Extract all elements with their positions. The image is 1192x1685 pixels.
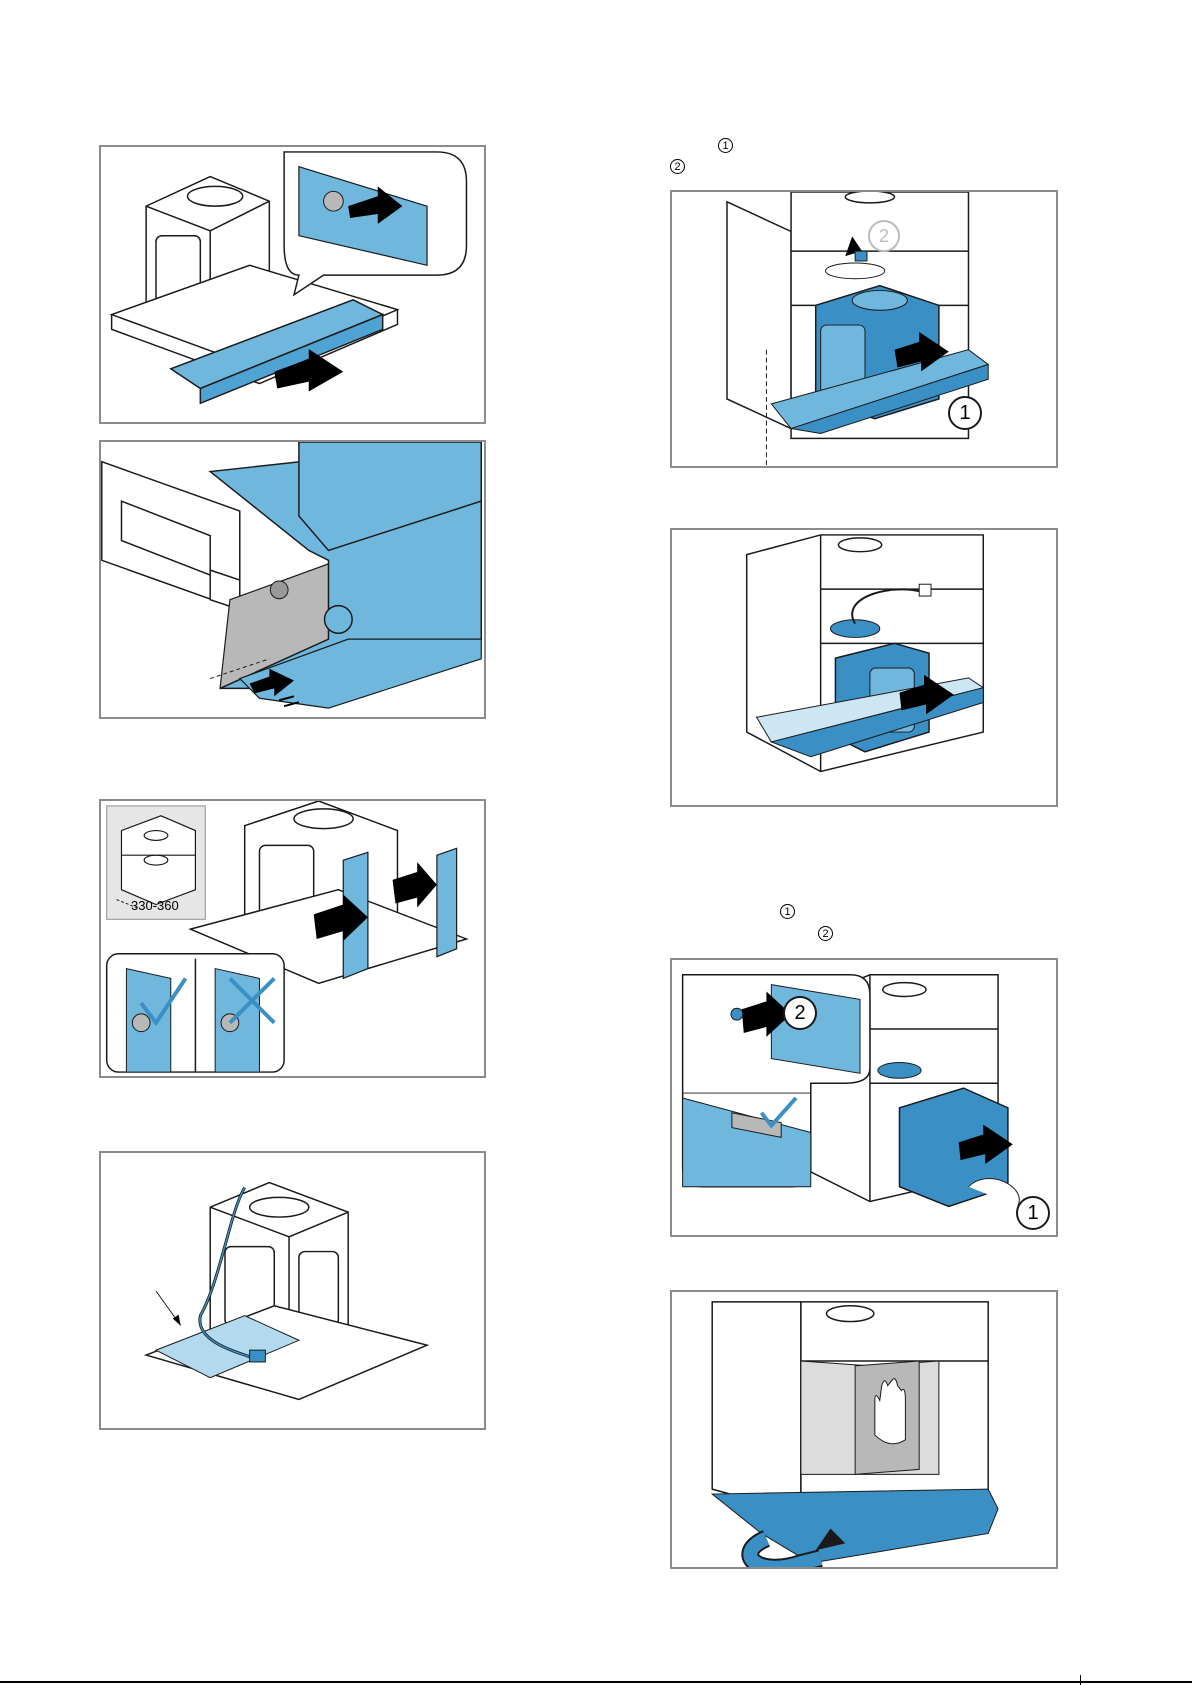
dimension-label: 330-360 bbox=[131, 898, 179, 913]
figure-insert-unit: 1 2 bbox=[670, 190, 1058, 468]
step-a-marker-2: 2 bbox=[670, 159, 685, 174]
step-b-marker-2: 2 bbox=[818, 926, 833, 941]
callout-2-badge: 2 bbox=[783, 996, 817, 1030]
unit-in-cabinet-illustration bbox=[672, 530, 1056, 805]
rail-closeup-illustration bbox=[101, 442, 484, 717]
figure-side-brackets: 330-360 bbox=[99, 799, 486, 1078]
step-a-marker-1: 1 bbox=[718, 138, 733, 153]
side-brackets-illustration bbox=[101, 801, 484, 1076]
fold-flap-illustration bbox=[672, 1292, 1056, 1567]
callout-1-badge: 1 bbox=[1016, 1196, 1050, 1230]
figure-fold-flap bbox=[670, 1290, 1058, 1569]
cable-routing-illustration bbox=[101, 1153, 484, 1428]
callout-1-badge: 1 bbox=[948, 396, 982, 430]
figure-cable-routing bbox=[99, 1151, 486, 1430]
front-panel-illustration bbox=[672, 960, 1056, 1235]
footer-rule bbox=[0, 1681, 1192, 1683]
figure-rail-insert bbox=[99, 145, 486, 424]
figure-front-panel: 2 1 bbox=[670, 958, 1058, 1237]
figure-unit-in-cabinet bbox=[670, 528, 1058, 807]
rail-insert-illustration bbox=[101, 147, 484, 422]
callout-2-badge: 2 bbox=[868, 220, 900, 252]
insert-unit-illustration bbox=[672, 192, 1056, 466]
step-b-marker-1: 1 bbox=[780, 904, 795, 919]
footer-rule-tick bbox=[1080, 1675, 1081, 1685]
figure-rail-closeup bbox=[99, 440, 486, 719]
